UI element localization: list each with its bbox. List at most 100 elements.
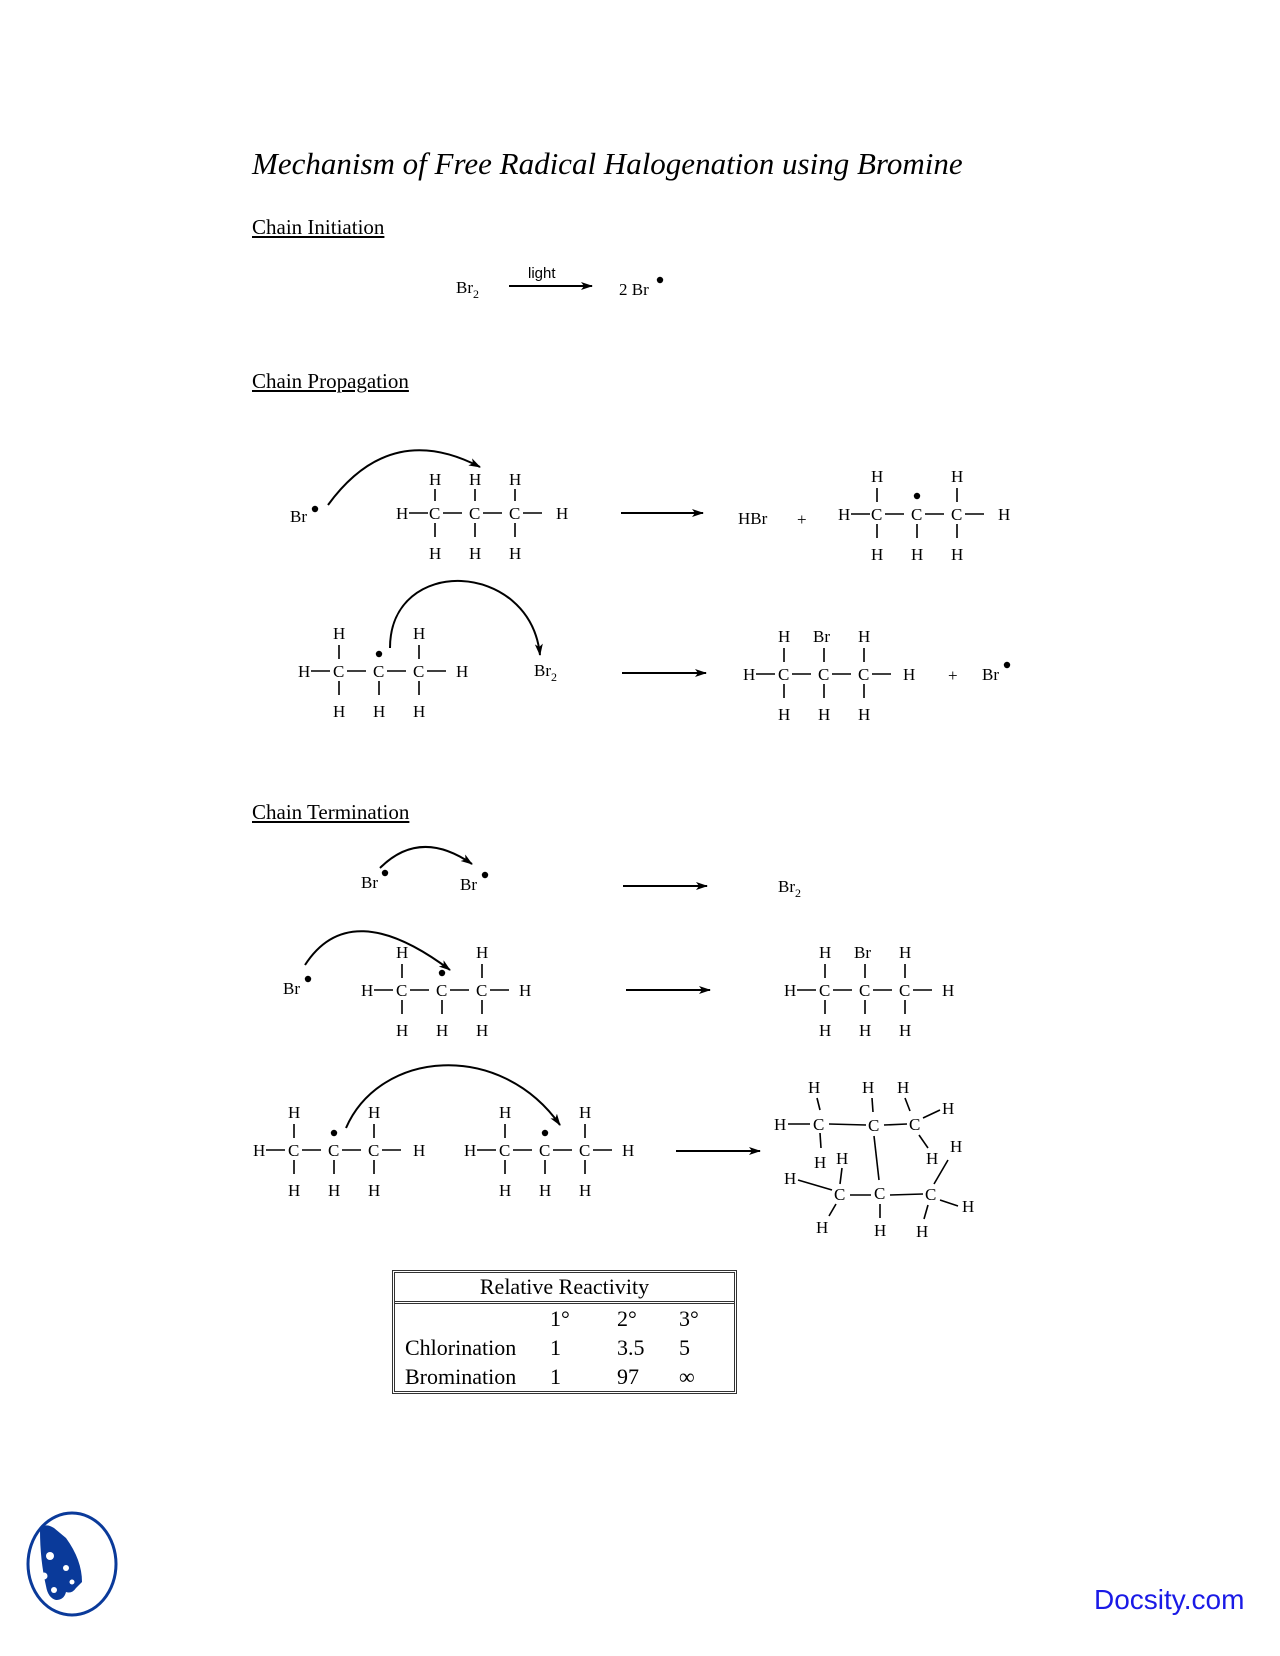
svg-text:H: H (373, 702, 385, 721)
svg-text:C: C (868, 1116, 879, 1135)
svg-text:C: C (874, 1184, 885, 1203)
table-cell: ∞ (679, 1364, 695, 1389)
svg-text:C: C (899, 981, 910, 1000)
svg-text:C: C (911, 505, 922, 524)
svg-text:C: C (925, 1185, 936, 1204)
svg-text:C: C (871, 505, 882, 524)
svg-text:C: C (834, 1185, 845, 1204)
svg-text:H: H (858, 705, 870, 724)
svg-text:H: H (998, 505, 1010, 524)
svg-text:C: C (778, 665, 789, 684)
svg-text:H: H (622, 1141, 634, 1160)
svg-text:H: H (519, 981, 531, 1000)
propyl-radical-a: H C C C H H H H H H (253, 1103, 425, 1200)
svg-text:H: H (476, 943, 488, 962)
svg-text:C: C (499, 1141, 510, 1160)
svg-text:H: H (808, 1078, 820, 1097)
bromopropane-product: H C C C H H Br H H H H (784, 943, 954, 1040)
curved-arrow (345, 1064, 561, 1129)
svg-text:H: H (368, 1103, 380, 1122)
svg-text:H: H (819, 1021, 831, 1040)
svg-text:H: H (333, 624, 345, 643)
svg-text:H: H (499, 1181, 511, 1200)
svg-text:H: H (874, 1221, 886, 1240)
svg-text:H: H (579, 1181, 591, 1200)
svg-text:Br: Br (854, 943, 871, 962)
svg-text:C: C (333, 662, 344, 681)
svg-text:H: H (926, 1149, 938, 1168)
propagation-step2: H C C C H H H H H H Br2 H C C C (298, 579, 1011, 724)
svg-text:H: H (429, 544, 441, 563)
bromopropane-product: H C C C H H Br H H H H (743, 627, 915, 724)
br2-reactant: Br2 (456, 278, 479, 301)
svg-text:C: C (951, 505, 962, 524)
svg-text:H: H (579, 1103, 591, 1122)
termination-step3: H C C C H H H H H H H C C C H H (253, 1064, 974, 1241)
svg-text:C: C (396, 981, 407, 1000)
svg-text:Br: Br (460, 875, 477, 894)
svg-text:H: H (396, 943, 408, 962)
br2-reagent: Br2 (534, 661, 557, 684)
table-cell: 1 (550, 1364, 561, 1389)
svg-text:H: H (819, 943, 831, 962)
svg-text:H: H (368, 1181, 380, 1200)
propyl-radical-b: H C C C H H H H H H (464, 1103, 634, 1200)
svg-text:H: H (436, 1021, 448, 1040)
svg-text:Br: Br (283, 979, 300, 998)
svg-text:H: H (784, 1169, 796, 1188)
svg-text:H: H (859, 1021, 871, 1040)
radical-dot (656, 276, 664, 284)
svg-text:H: H (509, 544, 521, 563)
table-header-cell: 2° (617, 1306, 637, 1331)
svg-text:H: H (951, 467, 963, 486)
svg-text:H: H (962, 1197, 974, 1216)
propagation-step1: Br H C C C H H H H H H H HBr + H C (290, 449, 1010, 564)
svg-text:H: H (396, 1021, 408, 1040)
svg-text:H: H (950, 1137, 962, 1156)
svg-text:C: C (373, 662, 384, 681)
curved-arrow (389, 579, 543, 656)
docsity-link[interactable]: Docsity.com (1094, 1584, 1245, 1615)
table-row: Chlorination 1 3.5 5 (395, 1333, 734, 1362)
radical-dot (311, 505, 319, 513)
table-row: Bromination 1 97 ∞ (395, 1362, 734, 1391)
svg-text:H: H (942, 1099, 954, 1118)
svg-text:H: H (469, 544, 481, 563)
br-radical-product: 2 Br (619, 280, 649, 299)
section-chain-termination: Chain Termination (252, 800, 410, 824)
hbr-product: HBr (738, 509, 768, 528)
svg-text:H: H (774, 1115, 786, 1134)
dimethylbutane-product: H C C C H H H H H H H C C C (774, 1078, 974, 1241)
svg-text:H: H (816, 1218, 828, 1237)
svg-text:C: C (288, 1141, 299, 1160)
svg-text:H: H (916, 1222, 928, 1241)
svg-text:H: H (413, 624, 425, 643)
plus-sign: + (797, 510, 807, 529)
svg-text:C: C (509, 504, 520, 523)
section-chain-propagation: Chain Propagation (252, 369, 409, 393)
radical-dot (1003, 661, 1011, 669)
svg-text:H: H (476, 1021, 488, 1040)
table-cell: 97 (617, 1364, 639, 1389)
svg-text:H: H (464, 1141, 476, 1160)
svg-text:H: H (778, 705, 790, 724)
svg-text:H: H (509, 470, 521, 489)
svg-text:H: H (871, 467, 883, 486)
svg-text:H: H (288, 1181, 300, 1200)
svg-text:H: H (298, 662, 310, 681)
docsity-logo-icon[interactable] (20, 1508, 132, 1620)
svg-text:C: C (476, 981, 487, 1000)
svg-text:H: H (429, 470, 441, 489)
table-header-cell: 3° (679, 1306, 699, 1331)
svg-text:H: H (743, 665, 755, 684)
table-cell: Chlorination (405, 1335, 517, 1360)
svg-text:H: H (899, 943, 911, 962)
light-label: light (528, 265, 556, 282)
svg-text:H: H (836, 1149, 848, 1168)
table-header-cell: 1° (550, 1306, 570, 1331)
svg-text:C: C (579, 1141, 590, 1160)
table-header-cell (405, 1304, 550, 1333)
svg-text:H: H (539, 1181, 551, 1200)
svg-text:H: H (858, 627, 870, 646)
